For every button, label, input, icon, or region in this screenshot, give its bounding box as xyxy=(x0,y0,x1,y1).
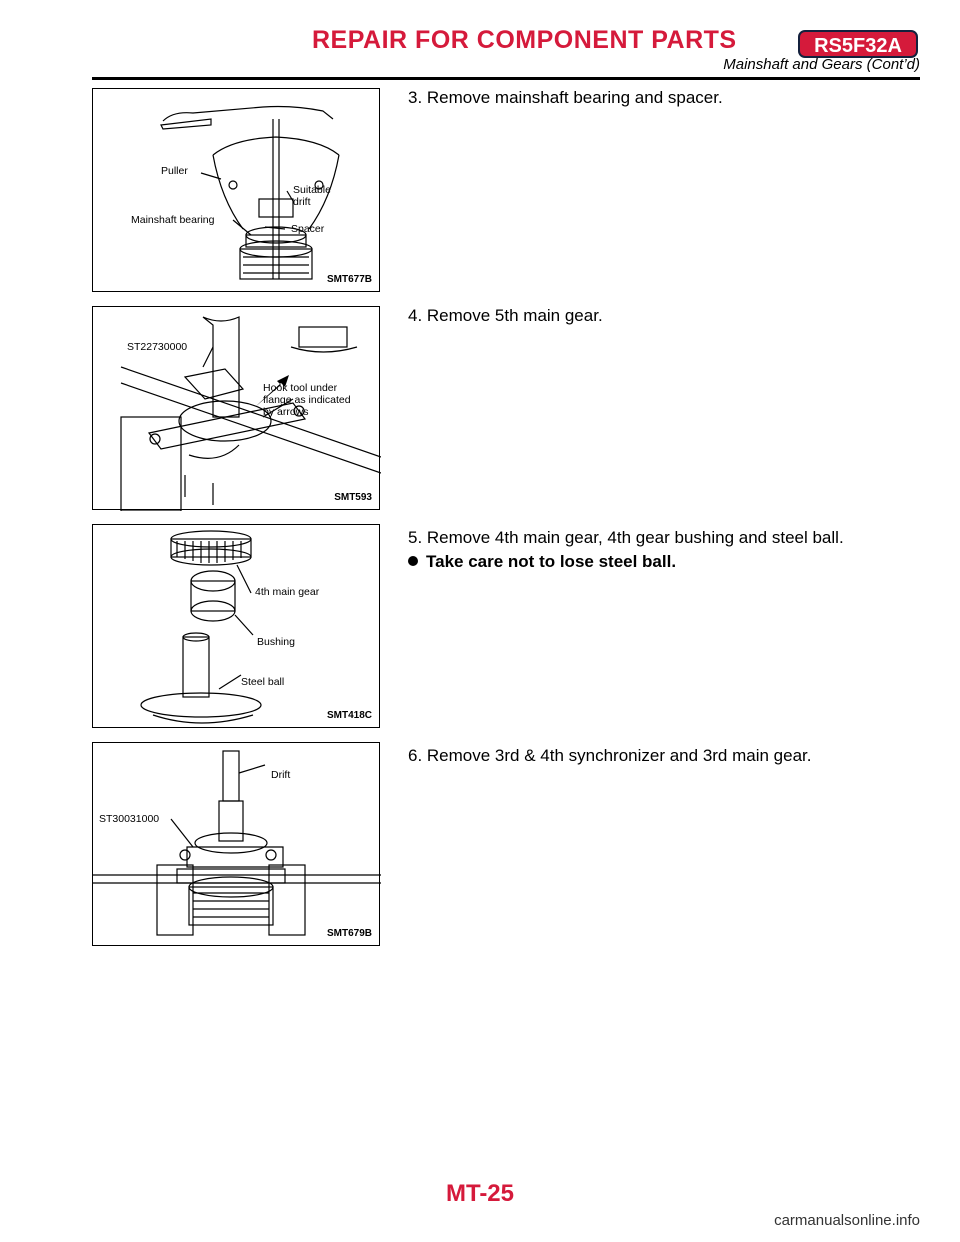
puller-illustration xyxy=(160,105,340,280)
label-hook-tool-2: flange as indicated xyxy=(263,394,351,406)
label-bushing: Bushing xyxy=(257,636,295,648)
label-hook-tool-3: by arrows xyxy=(263,406,309,418)
figure-code: SMT679B xyxy=(326,928,372,939)
watermark: carmanualsonline.info xyxy=(774,1212,920,1229)
figure-smt677b: Puller Suitable drift Mainshaft bearing … xyxy=(92,88,380,292)
label-drift: drift xyxy=(293,196,311,208)
model-badge: RS5F32A xyxy=(798,30,918,58)
label-st22730000: ST22730000 xyxy=(127,341,188,353)
synchronizer-illustration xyxy=(93,750,381,936)
label-steel-ball: Steel ball xyxy=(241,676,285,688)
label-puller: Puller xyxy=(161,165,188,177)
label-st30031000: ST30031000 xyxy=(99,813,160,825)
label-4th-main-gear: 4th main gear xyxy=(255,586,320,598)
figure-smt593: ST22730000 Hook tool under flange as ind… xyxy=(92,306,381,511)
figure-smt418c: 4th main gear Bushing Steel ball SMT418C xyxy=(92,524,380,728)
label-mainshaft-bearing: Mainshaft bearing xyxy=(131,214,215,226)
caution-note: Take care not to lose steel ball. xyxy=(408,552,676,572)
figure-code: SMT593 xyxy=(334,492,372,503)
press-illustration xyxy=(120,316,381,511)
header-rule xyxy=(92,77,920,80)
label-spacer: Spacer xyxy=(291,223,325,235)
label-drift: Drift xyxy=(271,769,291,781)
section-title: REPAIR FOR COMPONENT PARTS xyxy=(312,26,737,54)
figure-smt679b: Drift ST30031000 SMT679B xyxy=(92,742,381,946)
section-subtitle: Mainshaft and Gears (Cont’d) xyxy=(723,56,920,73)
label-hook-tool-1: Hook tool under xyxy=(263,382,338,394)
figure-code: SMT418C xyxy=(326,710,372,721)
caution-text: Take care not to lose steel ball. xyxy=(426,552,677,571)
gear-illustration xyxy=(140,530,262,724)
step-6: 6. Remove 3rd & 4th synchronizer and 3rd… xyxy=(408,746,812,765)
page-number: MT-25 xyxy=(445,1180,514,1207)
step-5: 5. Remove 4th main gear, 4th gear bushin… xyxy=(408,528,844,547)
step-4: 4. Remove 5th main gear. xyxy=(408,306,603,325)
figure-code: SMT677B xyxy=(326,274,372,285)
bullet-icon xyxy=(408,556,418,567)
step-3: 3. Remove mainshaft bearing and spacer. xyxy=(408,88,723,107)
label-suitable: Suitable xyxy=(293,184,331,196)
